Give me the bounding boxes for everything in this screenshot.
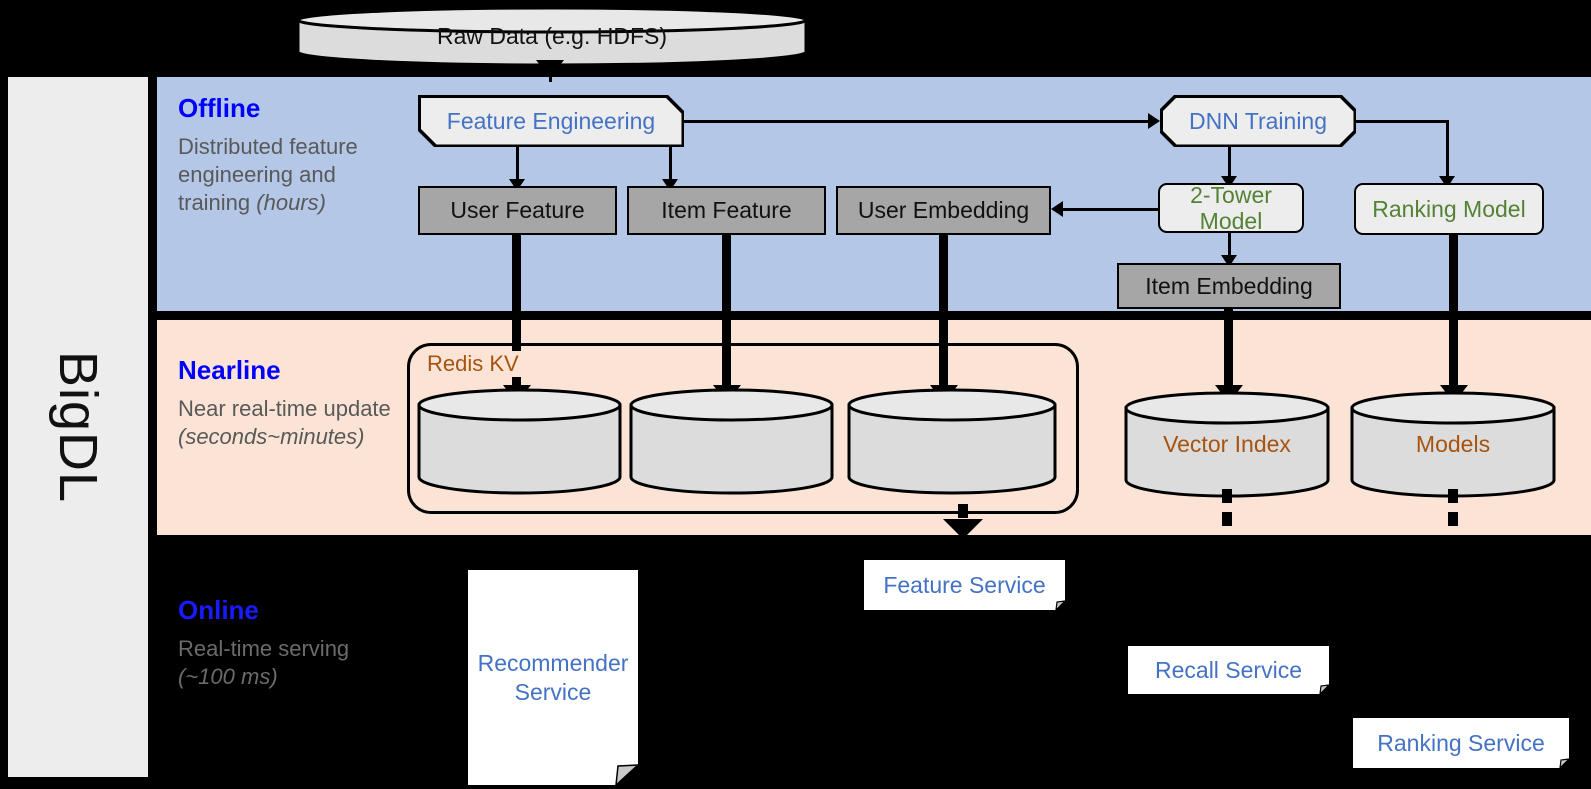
two-tower-model-node[interactable]: 2-Tower Model bbox=[1158, 181, 1304, 234]
flow-userembedding-redis bbox=[939, 233, 948, 391]
ranking-model-node[interactable]: Ranking Model bbox=[1354, 183, 1544, 235]
connector-fe-userfeature bbox=[516, 147, 519, 183]
user-embedding-node[interactable]: User Embedding bbox=[836, 186, 1051, 235]
user-feature-store-shape bbox=[417, 388, 622, 495]
arrowhead-redis-featureservice bbox=[943, 519, 983, 539]
models-cylinder[interactable]: Models bbox=[1350, 391, 1556, 498]
recall-service-label: Recall Service bbox=[1155, 656, 1302, 683]
feature-engineering-label: Feature Engineering bbox=[446, 107, 656, 134]
user-feature-store-cylinder[interactable] bbox=[417, 388, 622, 495]
dash-models-2 bbox=[1448, 512, 1458, 526]
item-feature-store-cylinder[interactable] bbox=[629, 388, 834, 495]
vector-index-cylinder[interactable]: Vector Index bbox=[1124, 391, 1330, 498]
vector-index-label: Vector Index bbox=[1163, 430, 1291, 457]
bigdl-sidebar: BigDL bbox=[8, 77, 148, 777]
redis-kv-label: Redis KV bbox=[424, 351, 522, 377]
nearline-description: Near real-time update (seconds~minutes) bbox=[178, 395, 408, 451]
vector-index-shape bbox=[1124, 391, 1330, 498]
connector-dnn-twotower bbox=[1228, 147, 1231, 180]
arrowhead-rawdata-fe bbox=[536, 60, 564, 78]
item-embedding-node[interactable]: Item Embedding bbox=[1117, 263, 1341, 309]
flow-itemembedding-vectorindex bbox=[1224, 307, 1233, 391]
nearline-desc-italic: (seconds~minutes) bbox=[178, 423, 365, 449]
connector-twotower-itemembedding bbox=[1228, 233, 1231, 259]
recommender-service-label: Recommender Service bbox=[477, 649, 629, 705]
arrowhead-twotower-userembedding bbox=[1051, 201, 1063, 217]
dnn-training-node[interactable]: DNN Training bbox=[1160, 95, 1356, 147]
connector-dnn-ranking-h bbox=[1354, 120, 1448, 123]
online-desc-italic: (~100 ms) bbox=[178, 663, 278, 689]
recommender-service-shape bbox=[468, 570, 638, 785]
dnn-training-label: DNN Training bbox=[1188, 107, 1328, 134]
user-embedding-store-cylinder[interactable] bbox=[847, 388, 1057, 495]
feature-service-card[interactable]: Feature Service bbox=[864, 560, 1065, 610]
offline-heading-group: Offline Distributed feature engineering … bbox=[178, 94, 408, 217]
recall-service-card[interactable]: Recall Service bbox=[1128, 646, 1329, 694]
ranking-service-shape bbox=[1353, 718, 1569, 768]
item-feature-node[interactable]: Item Feature bbox=[627, 186, 826, 235]
ranking-service-card[interactable]: Ranking Service bbox=[1353, 718, 1569, 768]
connector-fe-dnn bbox=[684, 120, 1152, 123]
online-description: Real-time serving (~100 ms) bbox=[178, 635, 408, 691]
feature-service-shape bbox=[864, 560, 1065, 610]
two-tower-model-label: 2-Tower Model bbox=[1190, 181, 1272, 234]
online-title: Online bbox=[178, 595, 259, 625]
user-embedding-label: User Embedding bbox=[857, 197, 1030, 224]
dash-vectorindex-2 bbox=[1222, 512, 1232, 526]
recommender-service-card[interactable]: Recommender Service bbox=[468, 570, 638, 785]
nearline-desc-main: Near real-time update bbox=[178, 395, 391, 421]
nearline-title: Nearline bbox=[178, 355, 281, 385]
feature-engineering-fill bbox=[421, 98, 682, 145]
feature-service-label: Feature Service bbox=[883, 571, 1046, 598]
connector-dnn-ranking-v bbox=[1446, 120, 1449, 180]
redis-kv-container bbox=[407, 343, 1079, 514]
models-shape bbox=[1350, 391, 1556, 498]
flow-rankingmodel-models bbox=[1449, 233, 1458, 391]
user-feature-node[interactable]: User Feature bbox=[418, 186, 617, 235]
online-heading-group: Online Real-time serving (~100 ms) bbox=[178, 596, 408, 691]
user-embedding-store-shape bbox=[847, 388, 1057, 495]
connector-fe-itemfeature bbox=[669, 147, 672, 183]
online-desc-main: Real-time serving bbox=[178, 635, 350, 661]
nearline-heading-group: Nearline Near real-time update (seconds~… bbox=[178, 356, 408, 451]
dash-redis-featureservice-1 bbox=[958, 504, 968, 518]
flow-itemfeature-redis bbox=[722, 233, 731, 391]
item-embedding-label: Item Embedding bbox=[1145, 272, 1313, 299]
connector-twotower-userembedding bbox=[1063, 208, 1160, 211]
offline-description: Distributed feature engineering and trai… bbox=[178, 133, 408, 217]
flow-userfeature-redis bbox=[512, 233, 521, 391]
offline-desc-italic: (hours) bbox=[256, 189, 326, 215]
recall-service-shape bbox=[1128, 646, 1329, 694]
offline-desc-main: Distributed feature engineering and trai… bbox=[178, 133, 358, 215]
models-label: Models bbox=[1415, 430, 1491, 457]
bigdl-label: BigDL bbox=[48, 350, 109, 504]
dash-vectorindex-1 bbox=[1222, 489, 1232, 503]
user-feature-label: User Feature bbox=[450, 197, 585, 224]
dash-models-1 bbox=[1448, 489, 1458, 503]
dnn-training-fill bbox=[1163, 98, 1354, 145]
bigdl-label-wrapper: BigDL bbox=[8, 77, 148, 777]
feature-engineering-node[interactable]: Feature Engineering bbox=[418, 95, 684, 147]
item-feature-store-shape bbox=[629, 388, 834, 495]
ranking-service-label: Ranking Service bbox=[1377, 729, 1545, 756]
raw-data-label: Raw Data (e.g. HDFS) bbox=[436, 22, 668, 49]
raw-data-cylinder: Raw Data (e.g. HDFS) bbox=[296, 6, 808, 67]
arrowhead-fe-dnn bbox=[1148, 113, 1160, 129]
ranking-model-label: Ranking Model bbox=[1372, 195, 1526, 222]
offline-title: Offline bbox=[178, 93, 261, 123]
item-feature-label: Item Feature bbox=[661, 197, 792, 224]
